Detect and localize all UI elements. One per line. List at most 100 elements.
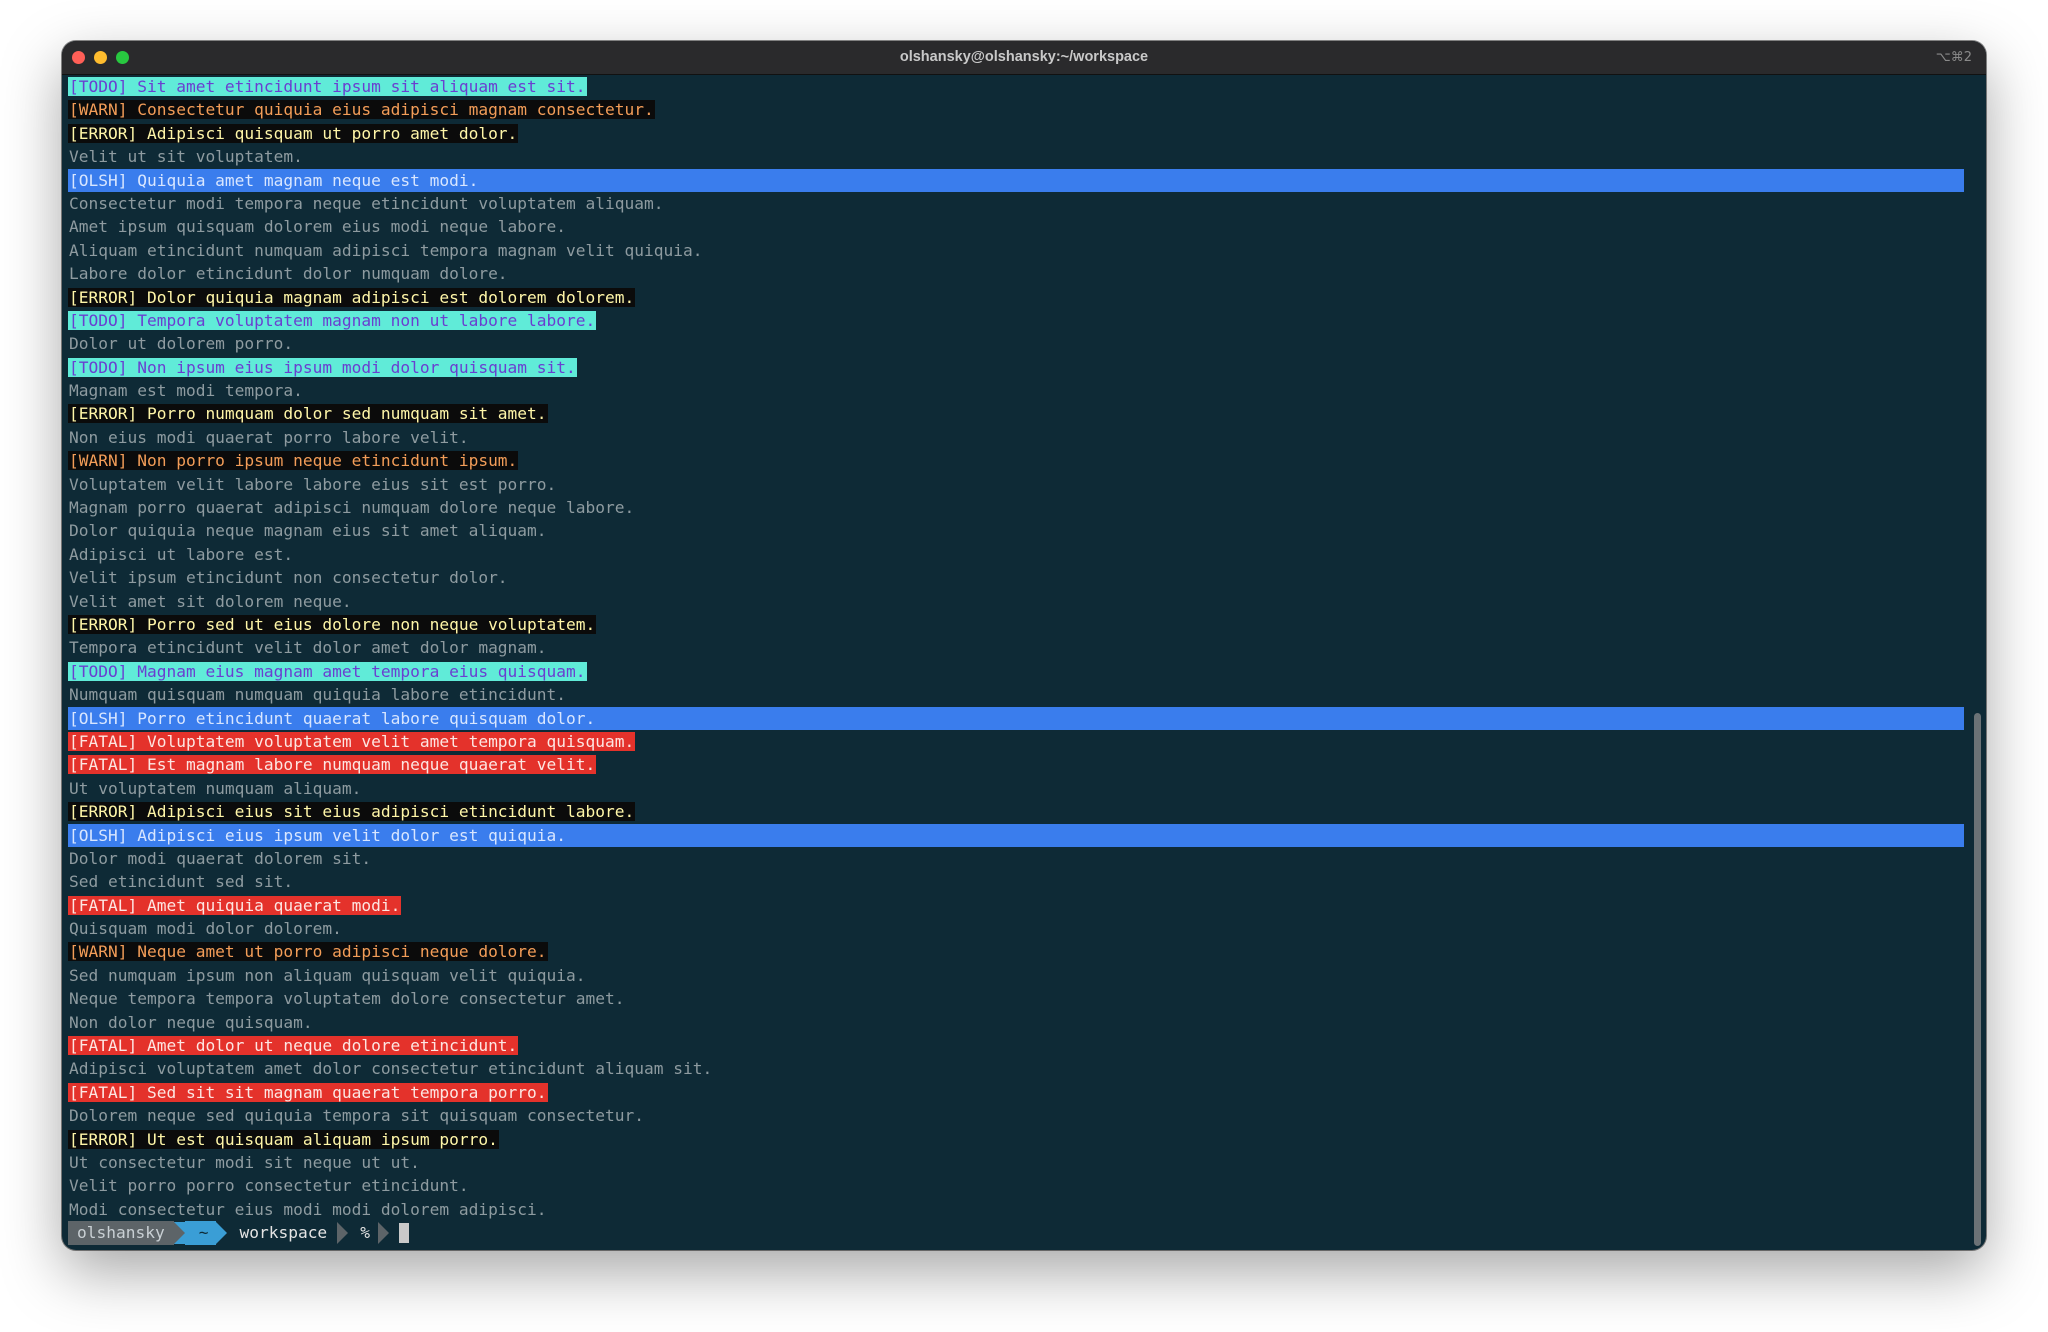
- log-line: Numquam quisquam numquam quiquia labore …: [68, 683, 1964, 706]
- log-line-text: [FATAL] Amet quiquia quaerat modi.: [68, 895, 402, 915]
- log-line-text: Velit amet sit dolorem neque.: [69, 591, 352, 611]
- log-line-text: [ERROR] Porro numquam dolor sed numquam …: [68, 404, 548, 424]
- log-line-text: Sed etincidunt sed sit.: [69, 872, 294, 892]
- log-line-text: Numquam quisquam numquam quiquia labore …: [69, 685, 567, 705]
- log-line: Velit ipsum etincidunt non consectetur d…: [68, 566, 1964, 589]
- log-line: Amet ipsum quisquam dolorem eius modi ne…: [68, 215, 1964, 238]
- log-line-text: Non dolor neque quisquam.: [69, 1012, 313, 1032]
- minimize-window-button[interactable]: [94, 51, 107, 64]
- log-line-text: [ERROR] Dolor quiquia magnam adipisci es…: [68, 287, 636, 307]
- log-line-text: [TODO] Non ipsum eius ipsum modi dolor q…: [68, 357, 577, 377]
- prompt-directory-segment: workspace: [227, 1221, 336, 1245]
- log-line-todo: [TODO] Magnam eius magnam amet tempora e…: [68, 660, 1964, 683]
- log-line-text: Velit ut sit voluptatem.: [69, 147, 303, 167]
- log-line: Dolor modi quaerat dolorem sit.: [68, 847, 1964, 870]
- log-line-text: [OLSH] Quiquia amet magnam neque est mod…: [69, 170, 479, 190]
- log-line-text: [ERROR] Porro sed ut eius dolore non neq…: [68, 614, 597, 634]
- log-line-text: [FATAL] Voluptatem voluptatem velit amet…: [68, 731, 636, 751]
- log-line-text: [WARN] Neque amet ut porro adipisci nequ…: [68, 942, 548, 962]
- log-line-fatal: [FATAL] Voluptatem voluptatem velit amet…: [68, 730, 1964, 753]
- log-line-error: [ERROR] Ut est quisquam aliquam ipsum po…: [68, 1128, 1964, 1151]
- log-line-warn: [WARN] Non porro ipsum neque etincidunt …: [68, 449, 1964, 472]
- log-line-error: [ERROR] Adipisci quisquam ut porro amet …: [68, 122, 1964, 145]
- log-line-todo: [TODO] Non ipsum eius ipsum modi dolor q…: [68, 356, 1964, 379]
- vertical-scrollbar[interactable]: [1971, 75, 1983, 1246]
- log-line-text: Magnam porro quaerat adipisci numquam do…: [69, 498, 635, 518]
- log-line: Quisquam modi dolor dolorem.: [68, 917, 1964, 940]
- log-line: Modi consectetur eius modi modi dolorem …: [68, 1198, 1964, 1221]
- log-line: Neque tempora tempora voluptatem dolore …: [68, 987, 1964, 1010]
- log-line-fatal: [FATAL] Amet dolor ut neque dolore etinc…: [68, 1034, 1964, 1057]
- log-line-text: [FATAL] Est magnam labore numquam neque …: [68, 755, 597, 775]
- prompt-home-segment: ~: [184, 1221, 217, 1245]
- log-line: Labore dolor etincidunt dolor numquam do…: [68, 262, 1964, 285]
- close-window-button[interactable]: [72, 51, 85, 64]
- log-line: Dolor quiquia neque magnam eius sit amet…: [68, 519, 1964, 542]
- log-line: Sed numquam ipsum non aliquam quisquam v…: [68, 964, 1964, 987]
- title-bar[interactable]: olshansky@olshansky:~/workspace ⌥⌘2: [62, 41, 1986, 75]
- log-line: Velit porro porro consectetur etincidunt…: [68, 1174, 1964, 1197]
- zoom-window-button[interactable]: [116, 51, 129, 64]
- log-line: Adipisci ut labore est.: [68, 543, 1964, 566]
- log-line-text: Velit porro porro consectetur etincidunt…: [69, 1176, 469, 1196]
- log-line-text: Magnam est modi tempora.: [69, 381, 303, 401]
- log-line-error: [ERROR] Porro numquam dolor sed numquam …: [68, 402, 1964, 425]
- log-line: Adipisci voluptatem amet dolor consectet…: [68, 1057, 1964, 1080]
- log-line-warn: [WARN] Consectetur quiquia eius adipisci…: [68, 98, 1964, 121]
- log-line-text: Labore dolor etincidunt dolor numquam do…: [69, 264, 508, 284]
- log-line-text: [OLSH] Adipisci eius ipsum velit dolor e…: [69, 825, 567, 845]
- log-line: Tempora etincidunt velit dolor amet dolo…: [68, 636, 1964, 659]
- log-line: Non dolor neque quisquam.: [68, 1011, 1964, 1034]
- log-line: Velit ut sit voluptatem.: [68, 145, 1964, 168]
- window-title: olshansky@olshansky:~/workspace: [899, 49, 1149, 65]
- log-line-text: Ut consectetur modi sit neque ut ut.: [69, 1152, 420, 1172]
- log-line-text: Consectetur modi tempora neque etincidun…: [69, 193, 664, 213]
- log-line: Dolorem neque sed quiquia tempora sit qu…: [68, 1104, 1964, 1127]
- log-line-fatal: [FATAL] Sed sit sit magnam quaerat tempo…: [68, 1081, 1964, 1104]
- log-line-text: [ERROR] Adipisci eius sit eius adipisci …: [68, 802, 636, 822]
- window-shortcut-label: ⌥⌘2: [1935, 50, 1972, 65]
- log-line-text: Dolor ut dolorem porro.: [69, 334, 294, 354]
- log-line: Aliquam etincidunt numquam adipisci temp…: [68, 239, 1964, 262]
- log-line: Sed etincidunt sed sit.: [68, 870, 1964, 893]
- log-line-todo: [TODO] Tempora voluptatem magnam non ut …: [68, 309, 1964, 332]
- log-line-text: [TODO] Tempora voluptatem magnam non ut …: [68, 310, 597, 330]
- log-line-error: [ERROR] Dolor quiquia magnam adipisci es…: [68, 286, 1964, 309]
- log-line-text: Dolorem neque sed quiquia tempora sit qu…: [69, 1106, 644, 1126]
- log-line-text: Neque tempora tempora voluptatem dolore …: [69, 989, 625, 1009]
- log-line-text: Quisquam modi dolor dolorem.: [69, 919, 342, 939]
- prompt-user-segment: olshansky: [68, 1221, 174, 1245]
- log-line-text: Adipisci ut labore est.: [69, 544, 294, 564]
- log-line-text: Sed numquam ipsum non aliquam quisquam v…: [69, 965, 586, 985]
- log-line-text: [TODO] Magnam eius magnam amet tempora e…: [68, 661, 587, 681]
- log-line-text: [OLSH] Porro etincidunt quaerat labore q…: [69, 708, 596, 728]
- log-line-text: Modi consectetur eius modi modi dolorem …: [69, 1199, 547, 1219]
- log-line: Ut voluptatem numquam aliquam.: [68, 777, 1964, 800]
- log-line-text: [ERROR] Ut est quisquam aliquam ipsum po…: [68, 1129, 499, 1149]
- log-line-text: [WARN] Consectetur quiquia eius adipisci…: [68, 100, 655, 120]
- log-line-error: [ERROR] Adipisci eius sit eius adipisci …: [68, 800, 1964, 823]
- log-line-text: Dolor modi quaerat dolorem sit.: [69, 848, 372, 868]
- scrollbar-thumb[interactable]: [1974, 713, 1981, 1246]
- text-cursor[interactable]: [398, 1222, 409, 1243]
- log-line-text: [TODO] Sit amet etincidunt ipsum sit ali…: [68, 77, 587, 96]
- log-line-text: Velit ipsum etincidunt non consectetur d…: [69, 568, 508, 588]
- log-line-olsh: [OLSH] Adipisci eius ipsum velit dolor e…: [68, 823, 1964, 847]
- log-line-text: Ut voluptatem numquam aliquam.: [69, 778, 362, 798]
- shell-prompt[interactable]: olshansky ~ workspace %: [68, 1221, 1964, 1245]
- log-line: Voluptatem velit labore labore eius sit …: [68, 473, 1964, 496]
- prompt-separator-arrow: [377, 1221, 389, 1244]
- log-line-text: Dolor quiquia neque magnam eius sit amet…: [69, 521, 547, 541]
- prompt-separator-arrow: [216, 1221, 228, 1244]
- terminal-output[interactable]: [TODO] Sit amet etincidunt ipsum sit ali…: [68, 75, 1964, 1247]
- log-line: Magnam est modi tempora.: [68, 379, 1964, 402]
- log-line-olsh: [OLSH] Quiquia amet magnam neque est mod…: [68, 168, 1964, 192]
- log-line-text: [WARN] Non porro ipsum neque etincidunt …: [68, 451, 519, 471]
- log-line: Magnam porro quaerat adipisci numquam do…: [68, 496, 1964, 519]
- log-line-text: Adipisci voluptatem amet dolor consectet…: [69, 1059, 713, 1079]
- log-line-text: Voluptatem velit labore labore eius sit …: [69, 474, 557, 494]
- log-line-text: [FATAL] Sed sit sit magnam quaerat tempo…: [68, 1082, 548, 1102]
- log-line-todo: [TODO] Sit amet etincidunt ipsum sit ali…: [68, 75, 1964, 98]
- log-line: Dolor ut dolorem porro.: [68, 332, 1964, 355]
- log-line: Consectetur modi tempora neque etincidun…: [68, 192, 1964, 215]
